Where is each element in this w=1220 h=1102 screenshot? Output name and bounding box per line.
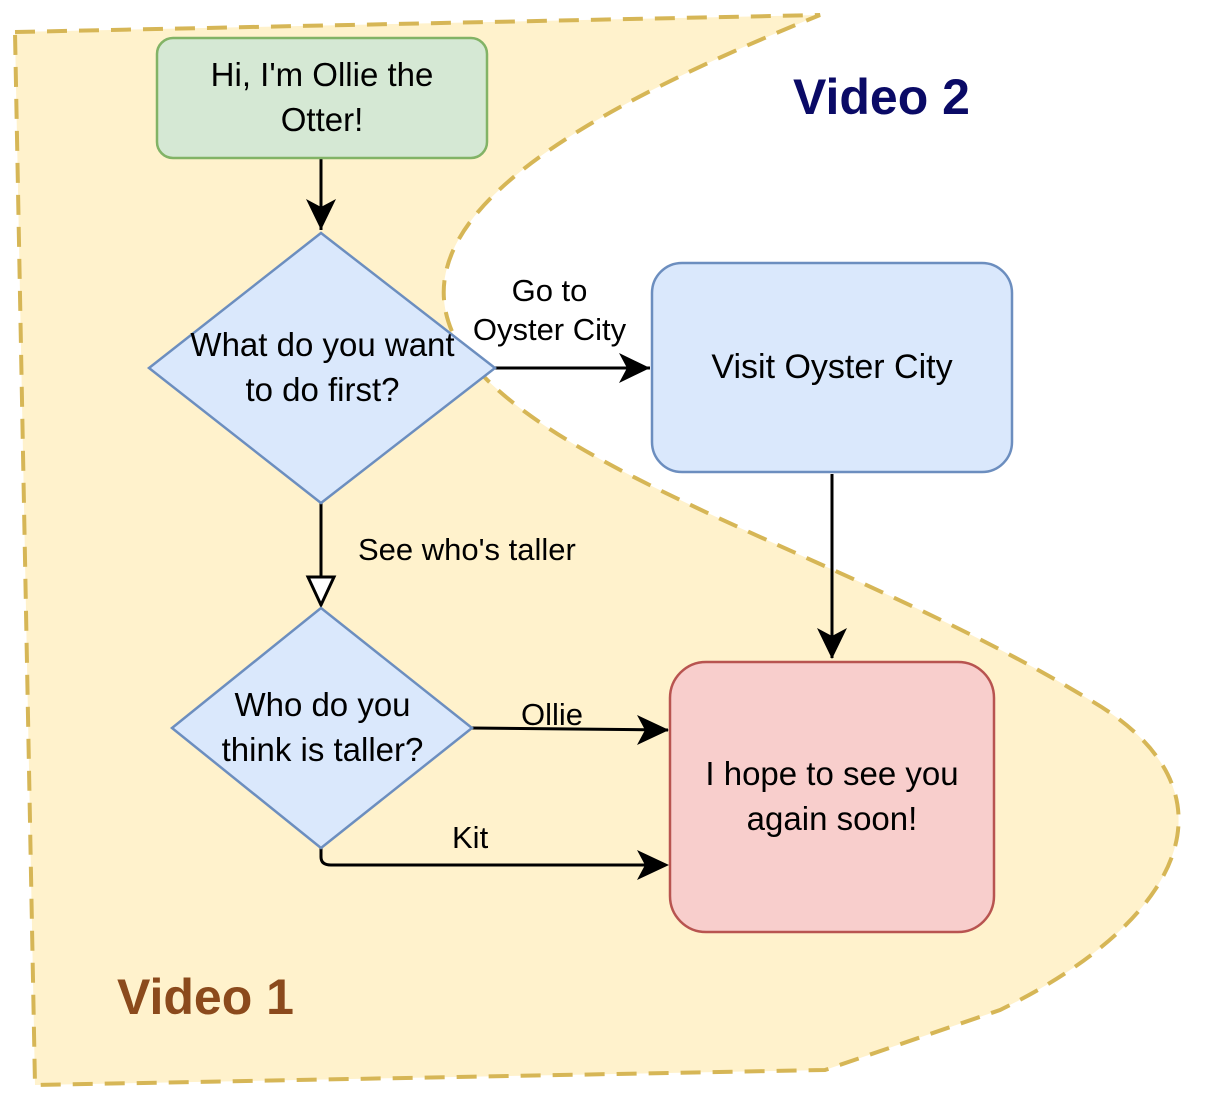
edge-visit-to-end-arrowhead bbox=[817, 628, 847, 659]
edge-label-kit: Kit bbox=[452, 820, 489, 855]
decision1-node[interactable]: What do you want to do first? bbox=[190, 300, 455, 436]
decision2-node[interactable]: Who do you think is taller? bbox=[200, 662, 445, 794]
edge-label-go-to-oyster-city: Go to Oyster City bbox=[472, 273, 627, 347]
decision1-node-label: What do you want to do first? bbox=[190, 326, 455, 408]
edge-label-see-whos-taller: See who's taller bbox=[358, 532, 576, 567]
end-node-shape bbox=[668, 660, 996, 934]
decision2-node-label: Who do you think is taller? bbox=[221, 686, 424, 768]
edge-label-ollie: Ollie bbox=[521, 697, 584, 732]
edge-decision1-to-visit-arrowhead bbox=[619, 353, 650, 383]
start-node-label: Hi, I'm Ollie the Otter! bbox=[210, 56, 434, 138]
visit-node-shape bbox=[650, 261, 1014, 474]
edge-decision1-to-decision2-arrowhead bbox=[305, 575, 337, 609]
end-node[interactable]: I hope to see you again soon! bbox=[670, 662, 994, 932]
end-node-label: I hope to see you again soon! bbox=[705, 755, 959, 837]
edge-decision2-kit-arrowhead bbox=[637, 850, 669, 880]
video-1-label: Video 1 bbox=[117, 969, 294, 1025]
visit-node[interactable]: Visit Oyster City bbox=[652, 263, 1012, 472]
start-node-shape bbox=[155, 36, 489, 160]
start-node[interactable]: Hi, I'm Ollie the Otter! bbox=[157, 38, 487, 158]
video-2-label: Video 2 bbox=[793, 69, 970, 125]
decision2-node-shape bbox=[170, 606, 475, 850]
video-1-region bbox=[12, 13, 1181, 1088]
visit-node-label: Visit Oyster City bbox=[711, 347, 953, 386]
edge-decision2-ollie-arrowhead bbox=[637, 715, 669, 745]
decision1-node-shape bbox=[146, 231, 498, 505]
edge-decision2-kit bbox=[319, 848, 666, 867]
edge-start-to-decision1-arrowhead bbox=[306, 199, 336, 230]
edge-decision2-ollie bbox=[471, 726, 669, 732]
